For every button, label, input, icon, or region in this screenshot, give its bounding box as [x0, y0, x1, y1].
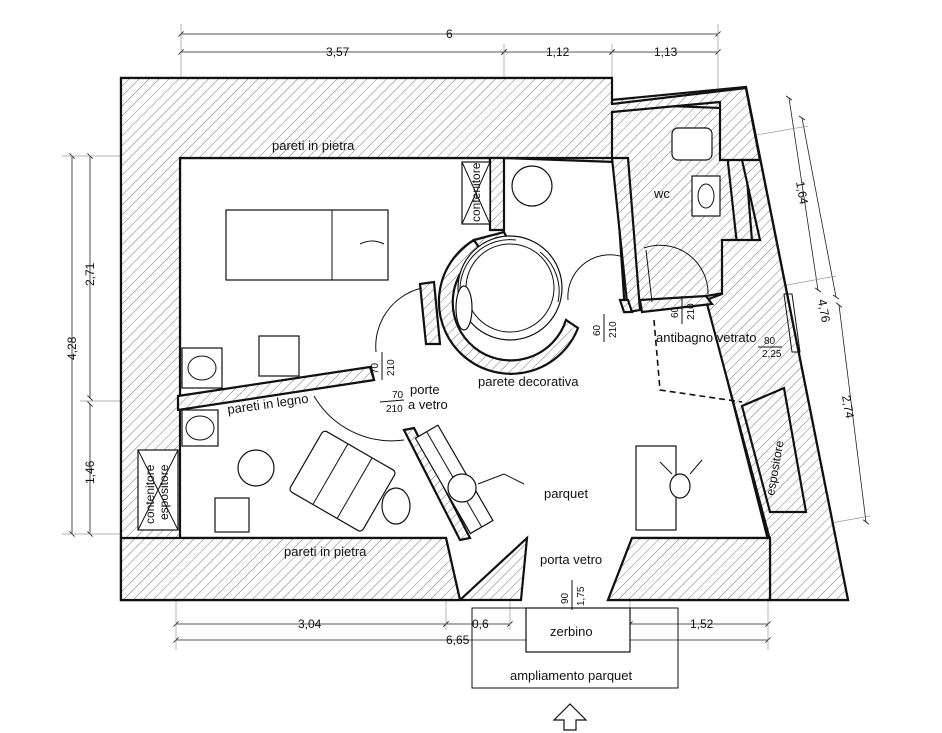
- svg-text:80: 80: [764, 336, 776, 347]
- glass-door-arc: [375, 287, 423, 353]
- dim-top-mid: 1,12: [546, 45, 570, 59]
- round-table: [511, 165, 553, 207]
- label-espositore-left: espositore: [157, 464, 171, 520]
- door-size-wc: 60 210: [670, 296, 697, 324]
- svg-text:210: 210: [686, 303, 697, 320]
- label-parquet: parquet: [544, 486, 588, 501]
- parquet-extension: [471, 607, 679, 689]
- dim-bottom-left: 3,04: [298, 617, 322, 631]
- dim-bottom-total: 6,65: [446, 633, 470, 647]
- dim-right-upper: 1,64: [793, 180, 811, 206]
- svg-text:210: 210: [386, 359, 397, 376]
- label-ampliamento: ampliamento parquet: [510, 668, 633, 683]
- door-size-antibagno: 80 2,25: [758, 336, 782, 360]
- door-size-glass-2: 70 210: [370, 352, 397, 380]
- svg-text:60: 60: [592, 324, 603, 336]
- svg-text:2,25: 2,25: [762, 349, 782, 360]
- dim-right-lower: 2,74: [839, 394, 857, 420]
- up-arrow-icon: [552, 703, 588, 731]
- svg-text:70: 70: [370, 362, 381, 374]
- dim-left-lower: 1,46: [83, 460, 97, 484]
- label-stone-wall-bottom: pareti in pietra: [284, 544, 367, 559]
- dim-top-total: 6: [446, 27, 453, 41]
- door-size-glass-1: 70 210: [379, 390, 405, 415]
- svg-text:210: 210: [608, 321, 619, 338]
- svg-text:90: 90: [560, 592, 571, 604]
- label-contenitore-left: contenitore: [143, 464, 157, 524]
- svg-text:60: 60: [670, 306, 681, 318]
- label-stone-wall-top: pareti in pietra: [272, 138, 355, 153]
- label-zerbino: zerbino: [550, 624, 593, 639]
- dim-left-upper: 2,71: [83, 262, 97, 286]
- label-decorative-wall: parete decorativa: [478, 374, 579, 389]
- label-wc: wc: [653, 186, 670, 201]
- svg-text:1,75: 1,75: [576, 586, 587, 606]
- bed: [225, 209, 389, 281]
- svg-text:70: 70: [392, 390, 404, 401]
- dim-bottom-right: 1,52: [690, 617, 714, 631]
- toilet: [671, 127, 713, 161]
- decorative-wall: [437, 230, 580, 375]
- wc-sink: [691, 175, 721, 217]
- door-size-entrance: 90 1,75: [560, 580, 587, 610]
- dim-top-left: 3,57: [326, 45, 350, 59]
- dim-right-total: 4,76: [815, 298, 833, 324]
- furniture: [137, 127, 801, 731]
- dim-bottom-mid: 0,6: [472, 617, 489, 631]
- door-size-decorative: 60 210: [592, 314, 619, 342]
- desk: [635, 445, 677, 531]
- label-glass-doors-2: a vetro: [408, 397, 448, 412]
- label-contenitore-top: contenitore: [469, 162, 483, 222]
- sink-lower: [181, 409, 219, 447]
- label-entrance: porta vetro: [540, 552, 602, 567]
- doormat: [525, 607, 631, 653]
- sink: [181, 347, 223, 389]
- label-antibagno: antibagno vetrato: [656, 330, 756, 345]
- dim-top-right: 1,13: [654, 45, 678, 59]
- label-glass-doors-1: porte: [410, 382, 440, 397]
- svg-text:210: 210: [386, 404, 403, 415]
- dim-left-total: 4,28: [65, 336, 79, 360]
- antibagno-glass: [653, 319, 743, 403]
